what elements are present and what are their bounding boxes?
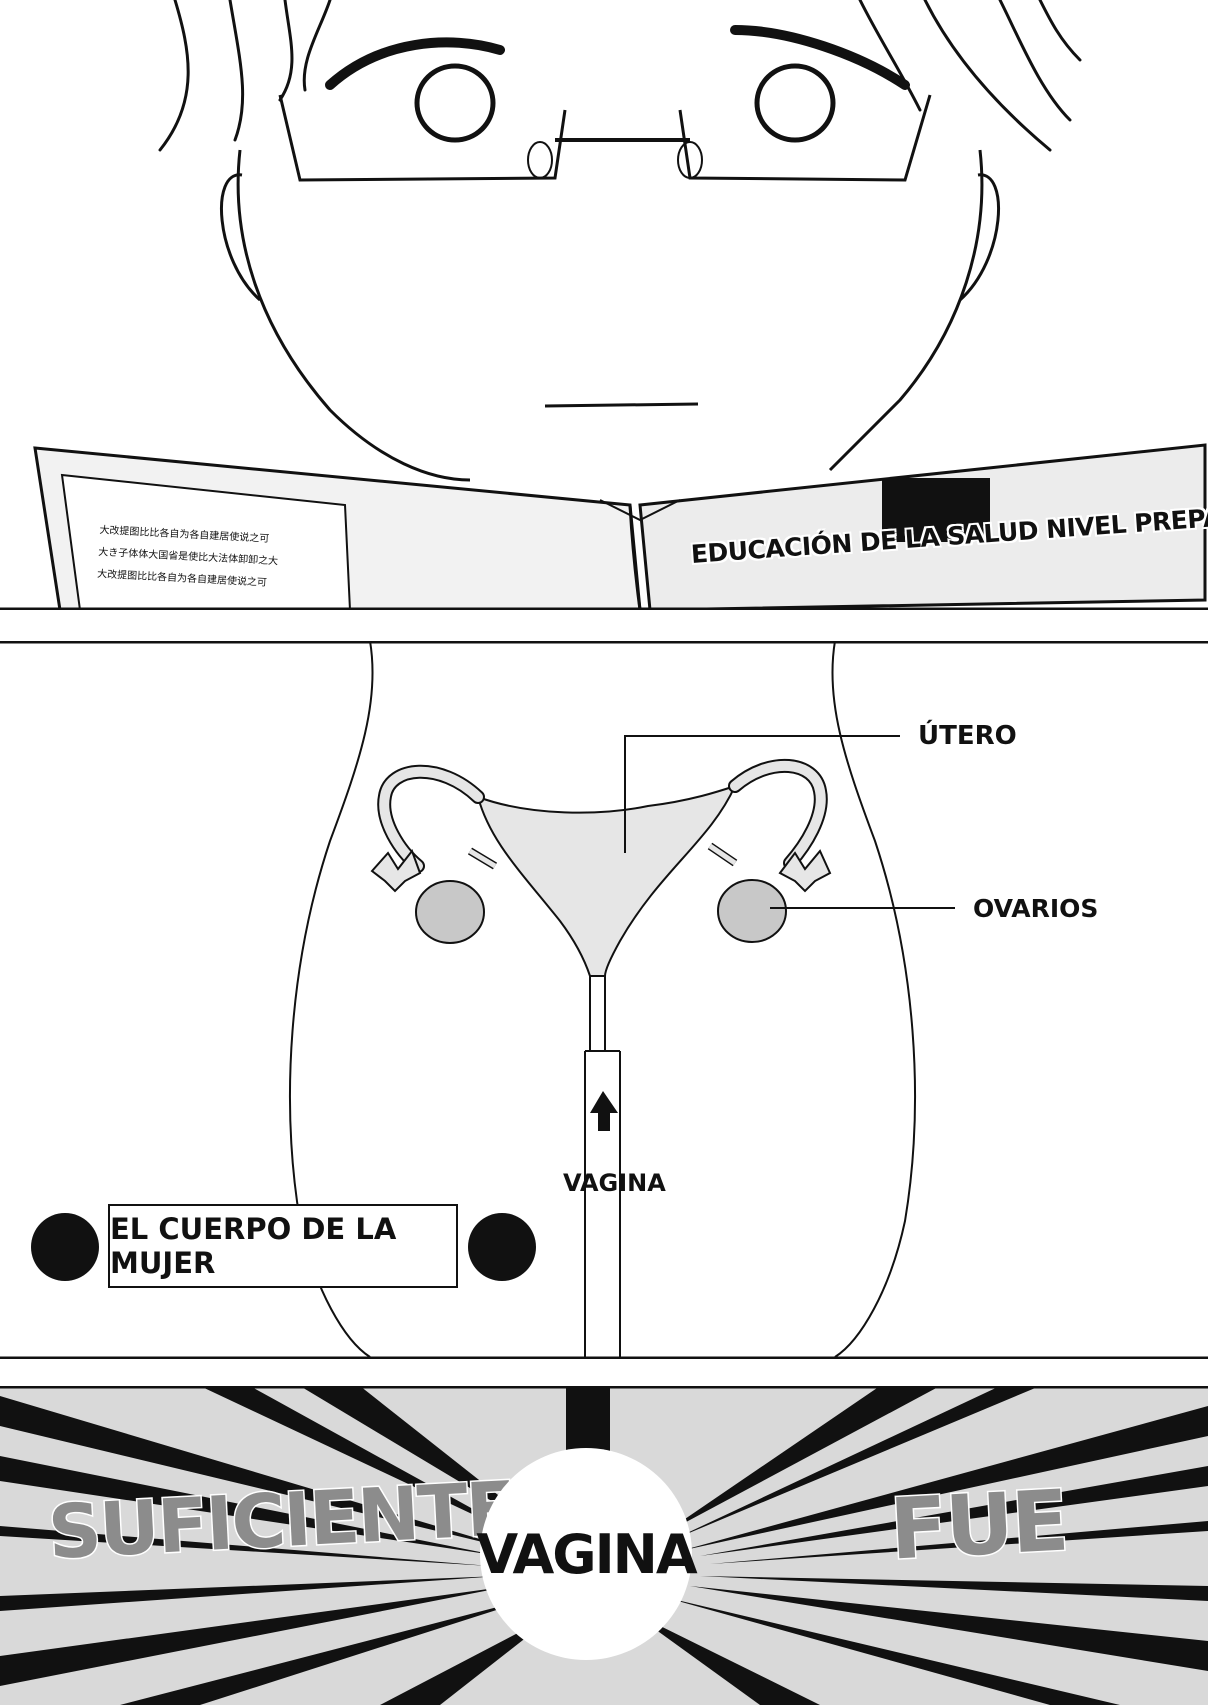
panel-reader: 大改提图比比各自为各自建居使说之可 大き子体体大国省是使比大法体卸卸之大 大改提… [0, 0, 1208, 610]
reader-illustration [0, 0, 1208, 610]
center-word: VAGINA [476, 1522, 697, 1586]
center-word-bubble: VAGINA [476, 1448, 698, 1660]
label-uterus: ÚTERO [918, 721, 1017, 751]
diagram-caption: EL CUERPO DE LA MUJER [108, 1204, 458, 1288]
book-page-text: 大改提图比比各自为各自建居使说之可 大き子体体大国省是使比大法体卸卸之大 大改提… [97, 520, 340, 598]
anatomy-illustration [0, 641, 1208, 1359]
label-ovaries: OVARIOS [973, 894, 1099, 923]
speedlines-background [0, 1386, 1208, 1705]
label-vagina: VAGINA [563, 1169, 666, 1197]
speed-lines [0, 1386, 1208, 1705]
sfx-right: FUE [886, 1470, 1071, 1580]
